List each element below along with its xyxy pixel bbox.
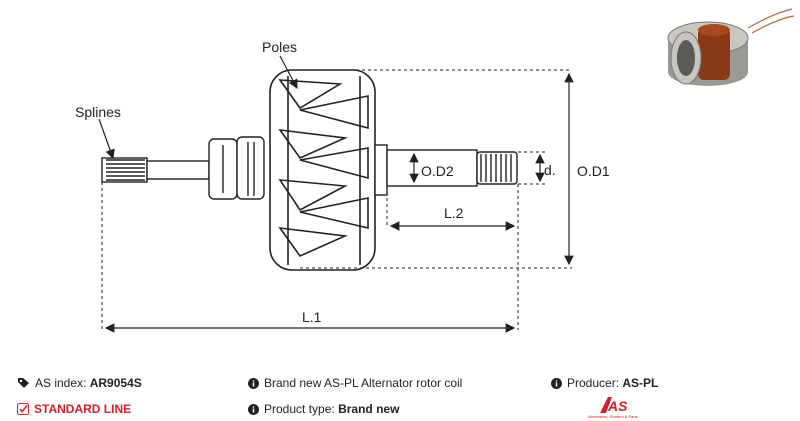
standard-line-text: STANDARD LINE <box>34 402 132 416</box>
coil-photo <box>667 8 795 86</box>
tags-icon <box>18 378 29 388</box>
producer-value: AS-PL <box>622 376 659 390</box>
splines-leader <box>98 118 115 160</box>
label-poles: Poles <box>262 39 297 55</box>
label-l2: L.2 <box>444 205 464 221</box>
label-d: d. <box>544 162 556 178</box>
product-type-label: Product type: <box>264 402 335 416</box>
as-logo: AS <box>600 397 628 414</box>
shaft-right <box>374 144 518 196</box>
as-index-value: AR9054S <box>89 376 142 390</box>
label-splines: Splines <box>75 104 121 120</box>
producer-label: Producer: <box>567 376 620 390</box>
shaft-left <box>101 136 265 200</box>
product-type-row: Product type: Brand new <box>248 402 399 416</box>
label-od1: O.D1 <box>577 163 610 179</box>
info-icon <box>551 378 562 389</box>
description-text: Brand new AS-PL Alternator rotor coil <box>264 376 463 390</box>
poles-leader <box>279 55 298 90</box>
as-index-label: AS index: <box>35 376 87 390</box>
extension-lines <box>101 69 572 330</box>
as-index-row: AS index: AR9054S <box>17 376 142 390</box>
label-l1: L.1 <box>302 309 322 325</box>
rotor-diagram: Poles Splines O.D2 d. O.D1 L.2 L.1 <box>75 8 795 333</box>
description-row: Brand new AS-PL Alternator rotor coil <box>248 376 462 390</box>
rotor-body <box>269 69 376 271</box>
standard-line-row: STANDARD LINE <box>17 402 131 416</box>
logo-tagline: Alternators, Starters & Parts <box>588 414 638 419</box>
product-type-value: Brand new <box>338 402 400 416</box>
producer-row: Producer: AS-PL <box>551 376 658 390</box>
label-od2: O.D2 <box>421 163 454 179</box>
svg-text:AS: AS <box>607 398 628 414</box>
check-square-icon <box>17 403 29 415</box>
dimension-arrows <box>98 55 574 333</box>
info-icon <box>248 378 259 389</box>
info-icon <box>248 404 259 415</box>
